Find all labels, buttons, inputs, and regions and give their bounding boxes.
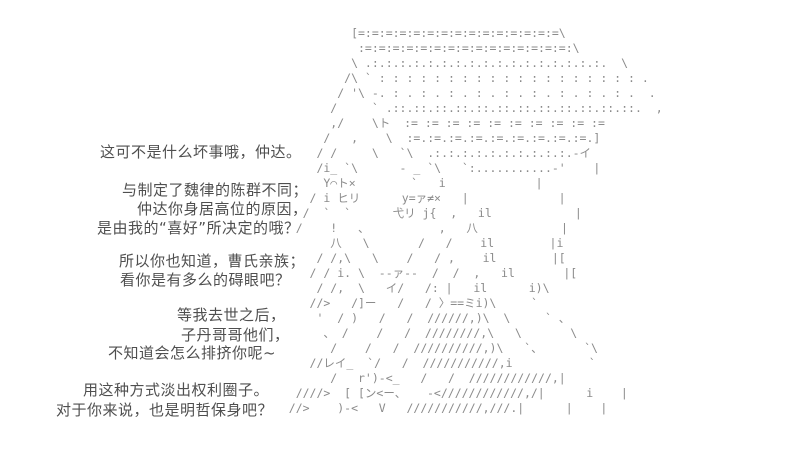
dialogue-line: 对于你来说，也是明哲保身吧？ (56, 401, 274, 419)
dialogue-line: 用这种方式淡出权利圈子。 (83, 381, 270, 399)
ascii-art-character: [=:=:=:=:=:=:=:=:=:=:=:=:=:=:=\ :=:=:=:=… (288, 26, 663, 415)
dialogue-line: 不知道会怎么排挤你呢~ (108, 344, 277, 362)
dialogue-line: 仲达你身居高位的原因， (137, 200, 308, 218)
dialogue-line: 与制定了魏律的陈群不同； (122, 181, 309, 199)
dialogue-line: 所以你也知道，曹氏亲族； (119, 252, 306, 270)
dialogue-line: 等我去世之后， (177, 306, 286, 324)
dialogue-line: 看你是有多么的碍眼吧？ (120, 271, 291, 289)
dialogue-line: 是由我的“喜好”所决定的哦？ (97, 219, 300, 237)
dialogue-line: 这可不是什么坏事哦，仲达。 (100, 143, 302, 161)
dialogue-line: 子丹哥哥他们， (181, 326, 290, 344)
